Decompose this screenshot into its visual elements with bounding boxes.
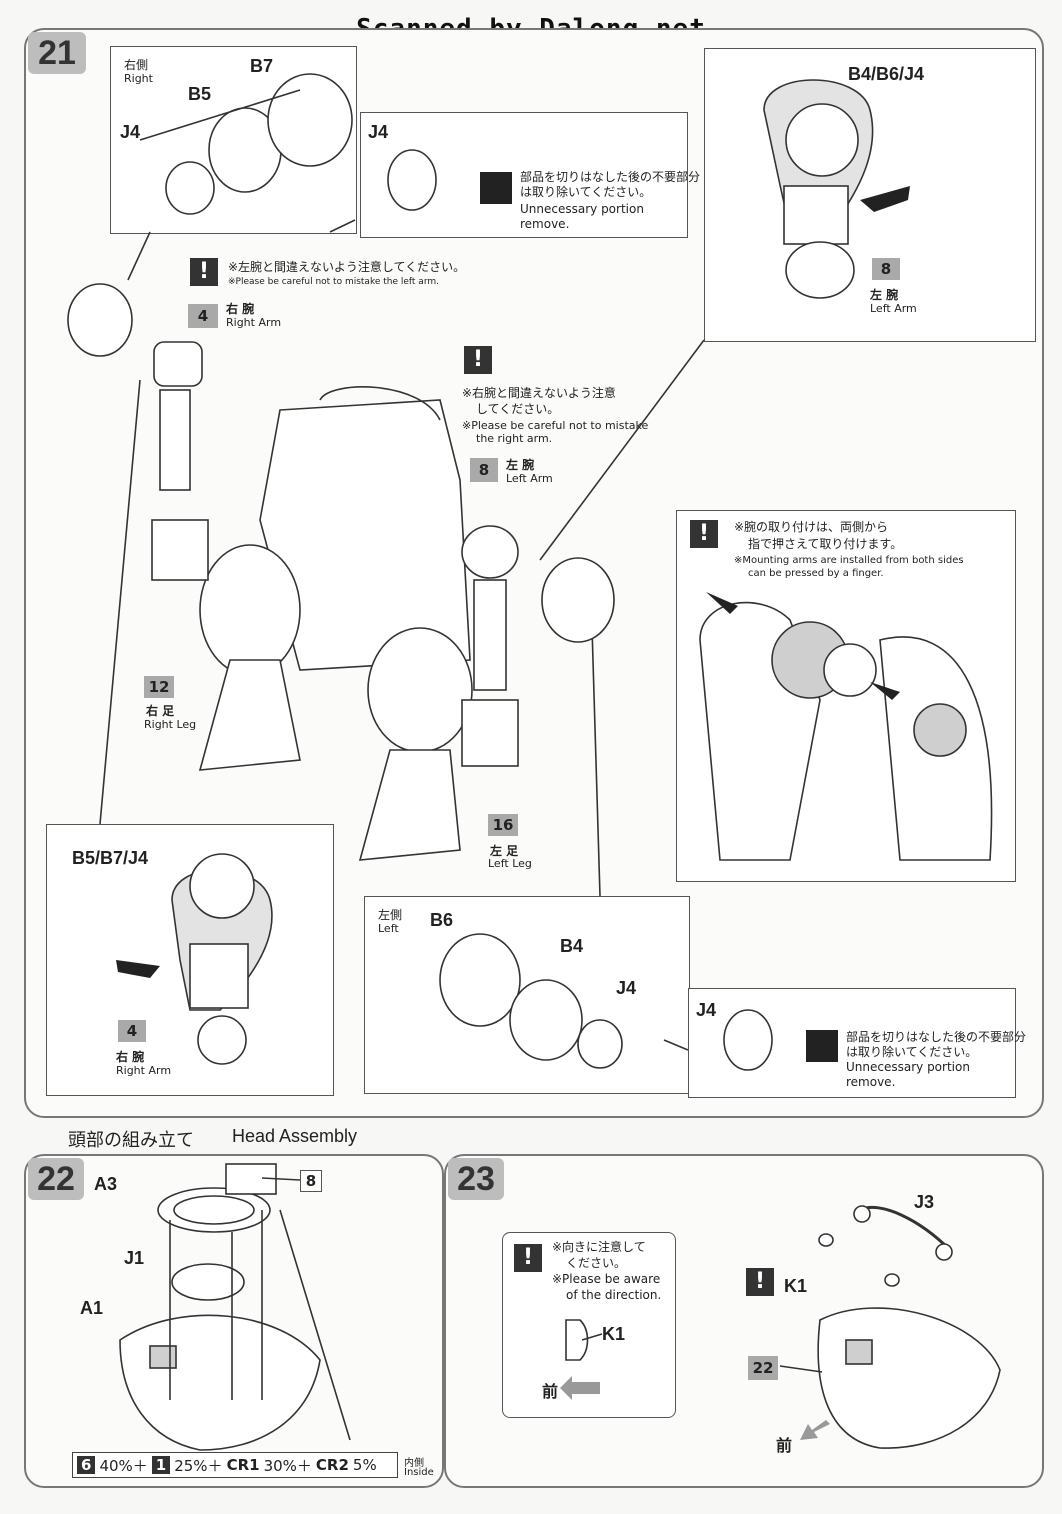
left-arm-en: Left Arm	[506, 472, 553, 485]
left-side-jp: 左側	[378, 908, 403, 922]
part-a3: A3	[94, 1174, 118, 1194]
step-number-21: 21	[28, 32, 86, 74]
direction-en2: of the direction.	[566, 1288, 662, 1302]
left-arm-en-2: Left Arm	[870, 302, 917, 315]
cut-icon	[806, 1030, 838, 1062]
paint-code-4: CR2	[315, 1456, 349, 1474]
mount-jp1: ※腕の取り付けは、両側から	[734, 520, 889, 534]
head-assembly-jp: 頭部の組み立て	[68, 1130, 194, 1150]
b4-b6-j4-label: B4/B6/J4	[848, 64, 925, 84]
left-arm-jp: 左 腕	[506, 458, 535, 472]
right-arm-en-2: Right Arm	[116, 1064, 172, 1077]
right-leg-tag: 12	[144, 676, 174, 698]
right-arm-tag-2: 4	[118, 1020, 146, 1042]
step-number-23: 23	[448, 1158, 504, 1200]
left-side-detail-box	[364, 896, 690, 1094]
j4-note2-jp: 部品を切りはなした後の不要部分 は取り除いてください。	[846, 1030, 1027, 1059]
paint-pct-4: 5%	[352, 1456, 377, 1474]
part-j1: J1	[124, 1248, 145, 1268]
front-label-2: 前	[776, 1436, 793, 1455]
head-assembly-en: Head Assembly	[232, 1126, 358, 1146]
note-right-jp1: ※右腕と間違えないよう注意	[462, 386, 616, 400]
left-arm-jp-2: 左 腕	[870, 288, 899, 302]
right-side-jp: 右側	[124, 58, 149, 72]
part-b4: B4	[560, 936, 584, 956]
caution-icon: !	[190, 258, 218, 286]
mount-jp2: 指で押さえて取り付けます。	[748, 537, 903, 551]
j4-note-jp: 部品を切りはなした後の不要部分 は取り除いてください。	[520, 170, 701, 199]
note-right-en1: ※Please be careful not to mistake	[462, 419, 649, 432]
paint-code-3: CR1	[226, 1456, 260, 1474]
right-arm-jp: 右 腕	[226, 302, 255, 316]
note-right-en2: the right arm.	[476, 432, 553, 445]
right-leg-jp: 右 足	[146, 704, 175, 718]
inside-jp: 内側	[404, 1458, 424, 1469]
j4-label-2: J4	[696, 1000, 717, 1020]
direction-jp2: ください。	[566, 1256, 627, 1270]
part-j4: J4	[120, 122, 141, 142]
left-leg-tag: 16	[488, 814, 518, 836]
paint-pct-3: 30%＋	[263, 1456, 312, 1475]
part-b7: B7	[250, 56, 274, 76]
front-label: 前	[542, 1382, 559, 1401]
paint-mix-bar: 6 40%＋ 1 25%＋ CR1 30%＋ CR2 5%	[72, 1452, 398, 1478]
part-k1-note: K1	[602, 1324, 626, 1344]
caution-icon: !	[690, 520, 718, 548]
right-leg-en: Right Leg	[144, 718, 197, 731]
caution-icon: !	[514, 1244, 542, 1272]
note-left-en: ※Please be careful not to mistake the le…	[228, 277, 439, 287]
direction-en1: ※Please be aware	[552, 1272, 661, 1286]
paint-code-1: 6	[77, 1456, 96, 1474]
left-leg-jp: 左 足	[490, 844, 519, 858]
part-j4-left: J4	[616, 978, 637, 998]
left-leg-en: Left Leg	[488, 857, 532, 870]
part-a1: A1	[80, 1298, 104, 1318]
b5-b7-j4-label: B5/B7/J4	[72, 848, 149, 868]
left-arm-tag: 8	[470, 458, 498, 482]
mount-en2: can be pressed by a finger.	[748, 568, 884, 579]
part-k1: K1	[784, 1276, 808, 1296]
left-side-en: Left	[378, 922, 399, 935]
caution-icon: !	[746, 1268, 774, 1296]
note-right-jp2: してください。	[476, 402, 560, 416]
left-arm-tag-2: 8	[872, 258, 900, 280]
right-arm-tag: 4	[188, 304, 218, 328]
part-b6: B6	[430, 910, 454, 930]
j4-note2-en: Unnecessary portion remove.	[846, 1060, 970, 1089]
note-left-jp: ※左腕と間違えないよう注意してください。	[228, 260, 466, 274]
j4-label: J4	[368, 122, 389, 142]
right-arm-en: Right Arm	[226, 316, 282, 329]
paint-pct-1: 40%＋	[99, 1456, 148, 1475]
cut-icon	[480, 172, 512, 204]
inside-en: Inside	[404, 1467, 434, 1478]
right-side-en: Right	[124, 72, 153, 85]
part-b5: B5	[188, 84, 212, 104]
paint-pct-2: 25%＋	[174, 1456, 223, 1475]
caution-icon: !	[464, 346, 492, 374]
mount-en1: ※Mounting arms are installed from both s…	[734, 555, 964, 566]
step-22-ref-tag: 22	[748, 1356, 778, 1380]
part-j3: J3	[914, 1192, 935, 1212]
paint-code-2: 1	[151, 1456, 171, 1474]
part-8-tag: 8	[300, 1170, 322, 1192]
j4-note-en: Unnecessary portion remove.	[520, 202, 644, 231]
step-number-22: 22	[28, 1158, 84, 1200]
step-22-panel	[24, 1154, 444, 1488]
direction-jp1: ※向きに注意して	[552, 1240, 646, 1254]
right-arm-jp-2: 右 腕	[116, 1050, 145, 1064]
